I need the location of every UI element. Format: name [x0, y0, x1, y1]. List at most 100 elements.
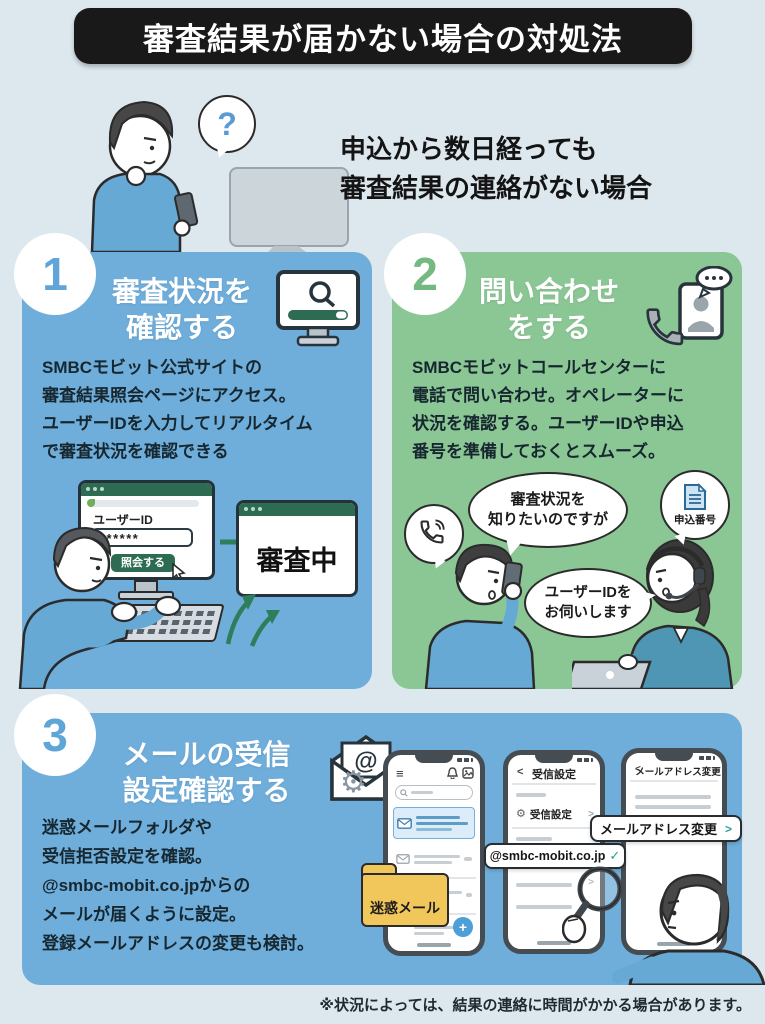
monitor-search-icon [276, 270, 360, 347]
intro-text: 申込から数日経っても 審査結果の連絡がない場合 [340, 130, 652, 208]
search-bar [395, 785, 473, 800]
chevron-right-icon: > [725, 821, 733, 836]
headset-icon [645, 546, 705, 571]
operator-illustration [572, 539, 734, 689]
hair-icon [660, 873, 730, 944]
home-indicator [417, 943, 451, 947]
teal-jacket [626, 624, 734, 689]
typing-man-illustration [18, 526, 182, 689]
monitor-base [118, 591, 174, 600]
step-number-1: 1 [14, 233, 96, 315]
domain-pill: @smbc-mobit.co.jp ✓ [484, 843, 626, 869]
gear-icon: ⚙ [516, 807, 526, 820]
magnifier-icon [562, 866, 623, 944]
phone2-header: 受信設定 [532, 769, 576, 781]
card1-title: 審査状況を 確認する [111, 276, 252, 343]
chevron-right-icon: > [588, 877, 594, 888]
hand-icon [618, 654, 638, 670]
inquiry-button: 照会する [111, 554, 175, 572]
card-make-inquiry: 2 問い合わせ をする SMBCモビットコールセンターに 電話で問い合わせ。オペ… [384, 233, 742, 689]
document-icon [684, 483, 707, 510]
settings-row: ⚙ 受信設定 > [516, 805, 594, 823]
back-chevron-icon: < [517, 766, 524, 778]
curved-arrows-icon [225, 594, 280, 647]
inquiry-screen-window: ユーザーID ****** 照会する [78, 480, 215, 580]
status-bar-icons [457, 758, 473, 762]
image-icon [462, 767, 474, 779]
back-chevron-icon: < [635, 764, 641, 775]
handset-icon [646, 308, 684, 346]
address-bar [89, 500, 199, 507]
window-titlebar [239, 503, 355, 516]
phone-notch [415, 754, 453, 763]
handset-icon [420, 519, 445, 544]
step-number-2: 2 [384, 233, 466, 315]
card2-title: 問い合わせ をする [478, 276, 619, 343]
mail-row-highlighted [393, 807, 475, 839]
search-icon [400, 789, 408, 797]
home-indicator [657, 942, 691, 946]
hair-icon [454, 543, 514, 584]
hair-icon [52, 526, 112, 569]
phone-notch [655, 752, 693, 761]
home-indicator [537, 941, 571, 945]
question-bubble: ? [198, 95, 256, 153]
spam-folder: 迷惑メール [361, 863, 449, 927]
looking-man-illustration [612, 873, 765, 985]
hair-icon [108, 100, 174, 151]
hand-icon [562, 914, 587, 944]
intro-thinking-man-illustration [90, 100, 349, 252]
card2-body: SMBCモビットコールセンターに 電話で問い合わせ。オペレーターに 状況を確認す… [412, 358, 684, 461]
leaf-icon [87, 499, 95, 507]
compose-fab: + [453, 917, 473, 937]
envelope-icon [396, 854, 410, 864]
status-bar-icons [577, 758, 593, 762]
page-title: 審査結果が届かない場合の対処法 [143, 21, 623, 57]
footnote: ※状況によっては、結果の連絡に時間がかかる場合があります。 [319, 997, 751, 1014]
hamburger-icon: ≡ [396, 766, 404, 781]
cursor-icon [172, 563, 186, 577]
phone-contact-icon [646, 266, 733, 346]
monitor-back-icon [229, 167, 349, 247]
under-review-text: 審査中 [256, 546, 338, 576]
intro-line-2: 審査結果の連絡がない場合 [340, 173, 653, 203]
settings-row-label: 受信設定 [529, 808, 572, 821]
card1-body: SMBCモビット公式サイトの 審査結果照会ページにアクセス。 ユーザーIDを入力… [42, 358, 313, 461]
card3-title: メールの受信 設定確認する [122, 739, 291, 806]
at-sign-icon: @ [354, 748, 377, 775]
card-check-status: 1 審査状況を 確認する SMBCモビット公式サイトの 審査結果照会ページにアク… [14, 233, 372, 689]
hand-on-chin-icon [125, 165, 147, 187]
window-titlebar [81, 483, 212, 496]
change-address-pill: メールアドレス変更 > [590, 815, 742, 842]
bell-icon [447, 767, 458, 779]
check-icon: ✓ [609, 848, 621, 863]
gear-icon: ⚙ [340, 766, 367, 799]
mail-row [393, 845, 475, 873]
user-id-label: ユーザーID [93, 513, 153, 527]
card-mail-settings: 3 メールの受信 設定確認する @ [14, 694, 765, 985]
card3-body: 迷惑メールフォルダや 受信拒否設定を確認。 @smbc-mobit.co.jpか… [42, 818, 314, 953]
spam-folder-label: 迷惑メール [370, 900, 440, 916]
monitor-stand-icon [268, 246, 306, 252]
man-on-phone-illustration [424, 543, 536, 689]
hand-icon [503, 581, 523, 601]
intro-line-1: 申込から数日経っても [340, 134, 598, 164]
hand-icon [154, 595, 182, 617]
result-window: 審査中 [236, 500, 358, 597]
blue-sweater [424, 619, 536, 689]
phone3-header: メールアドレス変更 [635, 767, 721, 778]
hand-icon [110, 601, 138, 623]
customer-speech-bubble: 審査状況を 知りたいのですが [468, 472, 628, 548]
step-number-3: 3 [14, 694, 96, 776]
question-mark-icon: ? [217, 105, 237, 142]
chevron-right-icon: > [588, 808, 594, 820]
phone-notch [535, 754, 573, 763]
envelope-icon [397, 817, 412, 829]
application-number-badge: 申込番号 [660, 470, 730, 540]
status-bar-icons [699, 756, 715, 760]
title-bar: 審査結果が届かない場合の対処法 [74, 8, 692, 64]
operator-speech-bubble: ユーザーIDを お伺いします [524, 568, 652, 638]
call-bubble [404, 504, 464, 564]
application-number-label: 申込番号 [674, 514, 716, 526]
